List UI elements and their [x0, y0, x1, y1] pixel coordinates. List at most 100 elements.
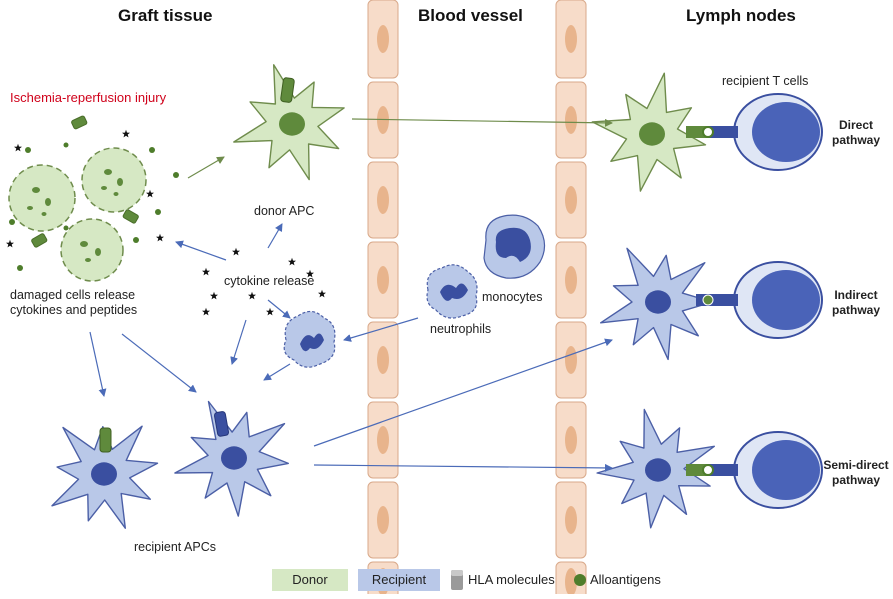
- header-graft-tissue: Graft tissue: [118, 6, 213, 25]
- arrow-rapc-to-semidirect: [313, 463, 613, 472]
- label-damaged-line2: cytokines and peptides: [10, 303, 138, 317]
- vessel-cell-nucleus: [565, 506, 577, 534]
- released-peptides: [9, 142, 179, 271]
- t-cell-indirect: [733, 261, 823, 339]
- vessel-cell-nucleus: [377, 346, 389, 374]
- arrow-damaged-to-rapc1: [89, 331, 107, 397]
- arrow-cytokine-to-damaged: [175, 240, 227, 261]
- cytokine-star: [146, 189, 154, 198]
- pathway-direct: Direct pathway: [826, 118, 886, 148]
- tcr-hla-direct: [686, 126, 738, 138]
- label-cytokine-release: cytokine release: [224, 274, 315, 288]
- cytokine-star: [210, 291, 218, 300]
- apc-hla-molecule: [213, 411, 230, 437]
- damaged-cell-3: [60, 218, 124, 282]
- apc-nucleus: [639, 122, 665, 146]
- legend: [272, 569, 586, 591]
- t-cell-direct: [733, 93, 823, 171]
- damaged-cell-2: [81, 147, 147, 213]
- label-ischemia: Ischemia-reperfusion injury: [10, 90, 167, 105]
- tcr-hla-semidirect: [686, 464, 738, 476]
- cytokine-star: [288, 257, 296, 266]
- apc-nucleus: [645, 458, 671, 482]
- vessel-cell-nucleus: [565, 106, 577, 134]
- cytokine-star: [202, 267, 210, 276]
- label-recipient-t-cells: recipient T cells: [722, 74, 809, 88]
- cytokine-star: [6, 239, 14, 248]
- label-donor-apc: donor APC: [254, 204, 315, 218]
- pathway-direct-line2: pathway: [831, 133, 880, 147]
- blood-vessel-left-column: [367, 0, 399, 599]
- label-recipient-apcs: recipient APCs: [134, 540, 216, 554]
- legend-recipient-swatch: [358, 569, 440, 591]
- cytokine-star: [14, 143, 22, 152]
- lymph-donor-apc-direct: [591, 72, 707, 192]
- apc-nucleus: [279, 112, 305, 136]
- neutrophils-vessel: [426, 264, 478, 319]
- cytokine-star: [306, 269, 314, 278]
- label-neutrophils: neutrophils: [430, 322, 492, 336]
- cytokine-star: [266, 307, 274, 316]
- apc-nucleus: [221, 446, 247, 470]
- cytokine-star: [232, 247, 240, 256]
- released-hla-fragments: [31, 115, 139, 248]
- apc-nucleus: [91, 462, 117, 486]
- vessel-cell-nucleus: [565, 25, 577, 53]
- cytokine-stars: [6, 129, 326, 316]
- header-lymph-nodes: Lymph nodes: [686, 6, 796, 25]
- legend-hla-label: HLA molecules: [468, 572, 555, 587]
- vessel-cell-nucleus: [377, 426, 389, 454]
- vessel-cell-nucleus: [565, 426, 577, 454]
- vessel-cell-nucleus: [377, 186, 389, 214]
- arrow-cytokine-to-neutrophil: [267, 299, 291, 319]
- apc-hla-molecule: [99, 427, 112, 453]
- damaged-cell-1: [8, 164, 76, 232]
- legend-hla-icon: [451, 570, 463, 590]
- label-damaged-line1: damaged cells release: [10, 288, 136, 302]
- pathway-indirect-line1: Indirect: [834, 288, 878, 302]
- arrow-damaged-to-rapc2: [121, 333, 197, 393]
- header-blood-vessel: Blood vessel: [418, 6, 523, 25]
- cell-fragments: [27, 169, 123, 262]
- arrow-rapc-to-indirect: [313, 338, 613, 447]
- apc-nucleus: [645, 290, 671, 314]
- cytokine-star: [248, 291, 256, 300]
- cytokine-star: [318, 289, 326, 298]
- pathway-indirect-line2: pathway: [831, 303, 880, 317]
- tcr-hla-indirect: [696, 294, 738, 306]
- vessel-cell-nucleus: [565, 186, 577, 214]
- vessel-cell-nucleus: [565, 346, 577, 374]
- lymph-recipient-apc-semidirect: [596, 408, 715, 529]
- legend-recipient-label: Recipient: [371, 572, 427, 587]
- pathway-semidirect: Semi-direct pathway: [822, 458, 890, 488]
- pathway-direct-line1: Direct: [838, 118, 873, 132]
- vessel-cell-nucleus: [565, 266, 577, 294]
- arrow-damaged-to-donor-apc: [187, 156, 225, 179]
- arrows: [89, 118, 613, 472]
- recipient-apc-2: [174, 400, 289, 517]
- legend-alloantigens-label: Alloantigens: [590, 572, 661, 587]
- pathway-indirect: Indirect pathway: [826, 288, 886, 318]
- pathway-semidirect-line2: pathway: [831, 473, 880, 487]
- legend-donor-swatch: [272, 569, 348, 591]
- arrow-cytokine-to-donor-apc: [267, 223, 283, 249]
- arrow-donor-apc-to-lymph: [351, 118, 613, 127]
- t-cell-semidirect: [733, 431, 823, 509]
- cytokine-star: [122, 129, 130, 138]
- monocyte: [483, 214, 546, 279]
- vessel-cell-nucleus: [377, 266, 389, 294]
- damaged-cells-group: [8, 147, 147, 282]
- apc-hla-molecule: [280, 77, 295, 103]
- lymph-recipient-apc-indirect: [600, 247, 714, 361]
- recipient-apc-1: [51, 425, 159, 529]
- arrow-vessel-to-graft: [343, 317, 419, 342]
- vessel-cell-nucleus: [565, 568, 577, 596]
- label-monocytes: monocytes: [482, 290, 543, 304]
- vessel-cell-nucleus: [377, 25, 389, 53]
- donor-apc-cell: [233, 64, 345, 181]
- cytokine-star: [156, 233, 164, 242]
- pathway-semidirect-line1: Semi-direct: [823, 458, 889, 472]
- legend-alloantigen-icon: [574, 574, 586, 586]
